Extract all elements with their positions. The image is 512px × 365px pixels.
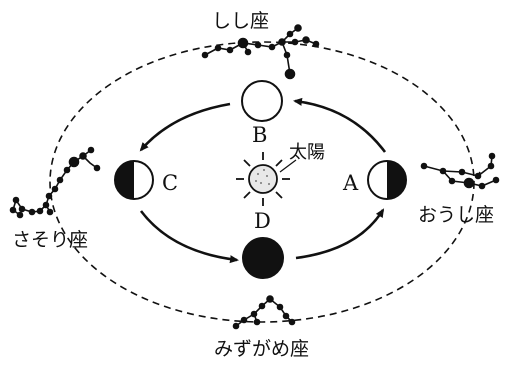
- earth-a: [367, 160, 407, 200]
- sun-icon: [236, 152, 290, 206]
- earth-orbit-arrows: [139, 97, 387, 264]
- taurus-constellation: [420, 152, 500, 190]
- sun-label-pointer: [279, 159, 297, 173]
- aquarius-label: みずがめ座: [214, 338, 309, 360]
- taurus-label: おうし座: [418, 204, 494, 226]
- leo-label: しし座: [212, 10, 269, 32]
- leo-constellation: [201, 24, 320, 80]
- earth-c-label: C: [162, 171, 178, 195]
- earth-b: [241, 80, 283, 122]
- arrow-d-to-a: [295, 208, 385, 260]
- arrow-a-to-b: [293, 97, 387, 153]
- earth-a-label: A: [342, 171, 359, 195]
- arrow-b-to-c: [139, 102, 231, 152]
- sun-label: 太陽: [289, 142, 325, 163]
- scorpius-constellation: [9, 146, 101, 219]
- earth-c: [114, 160, 154, 200]
- earth-d: [242, 237, 284, 279]
- earth-b-label: B: [252, 123, 267, 147]
- scorpius-label: さそり座: [12, 229, 88, 251]
- aquarius-constellation: [232, 295, 296, 330]
- earth-d-label: D: [254, 209, 271, 233]
- arrow-c-to-d: [139, 210, 239, 264]
